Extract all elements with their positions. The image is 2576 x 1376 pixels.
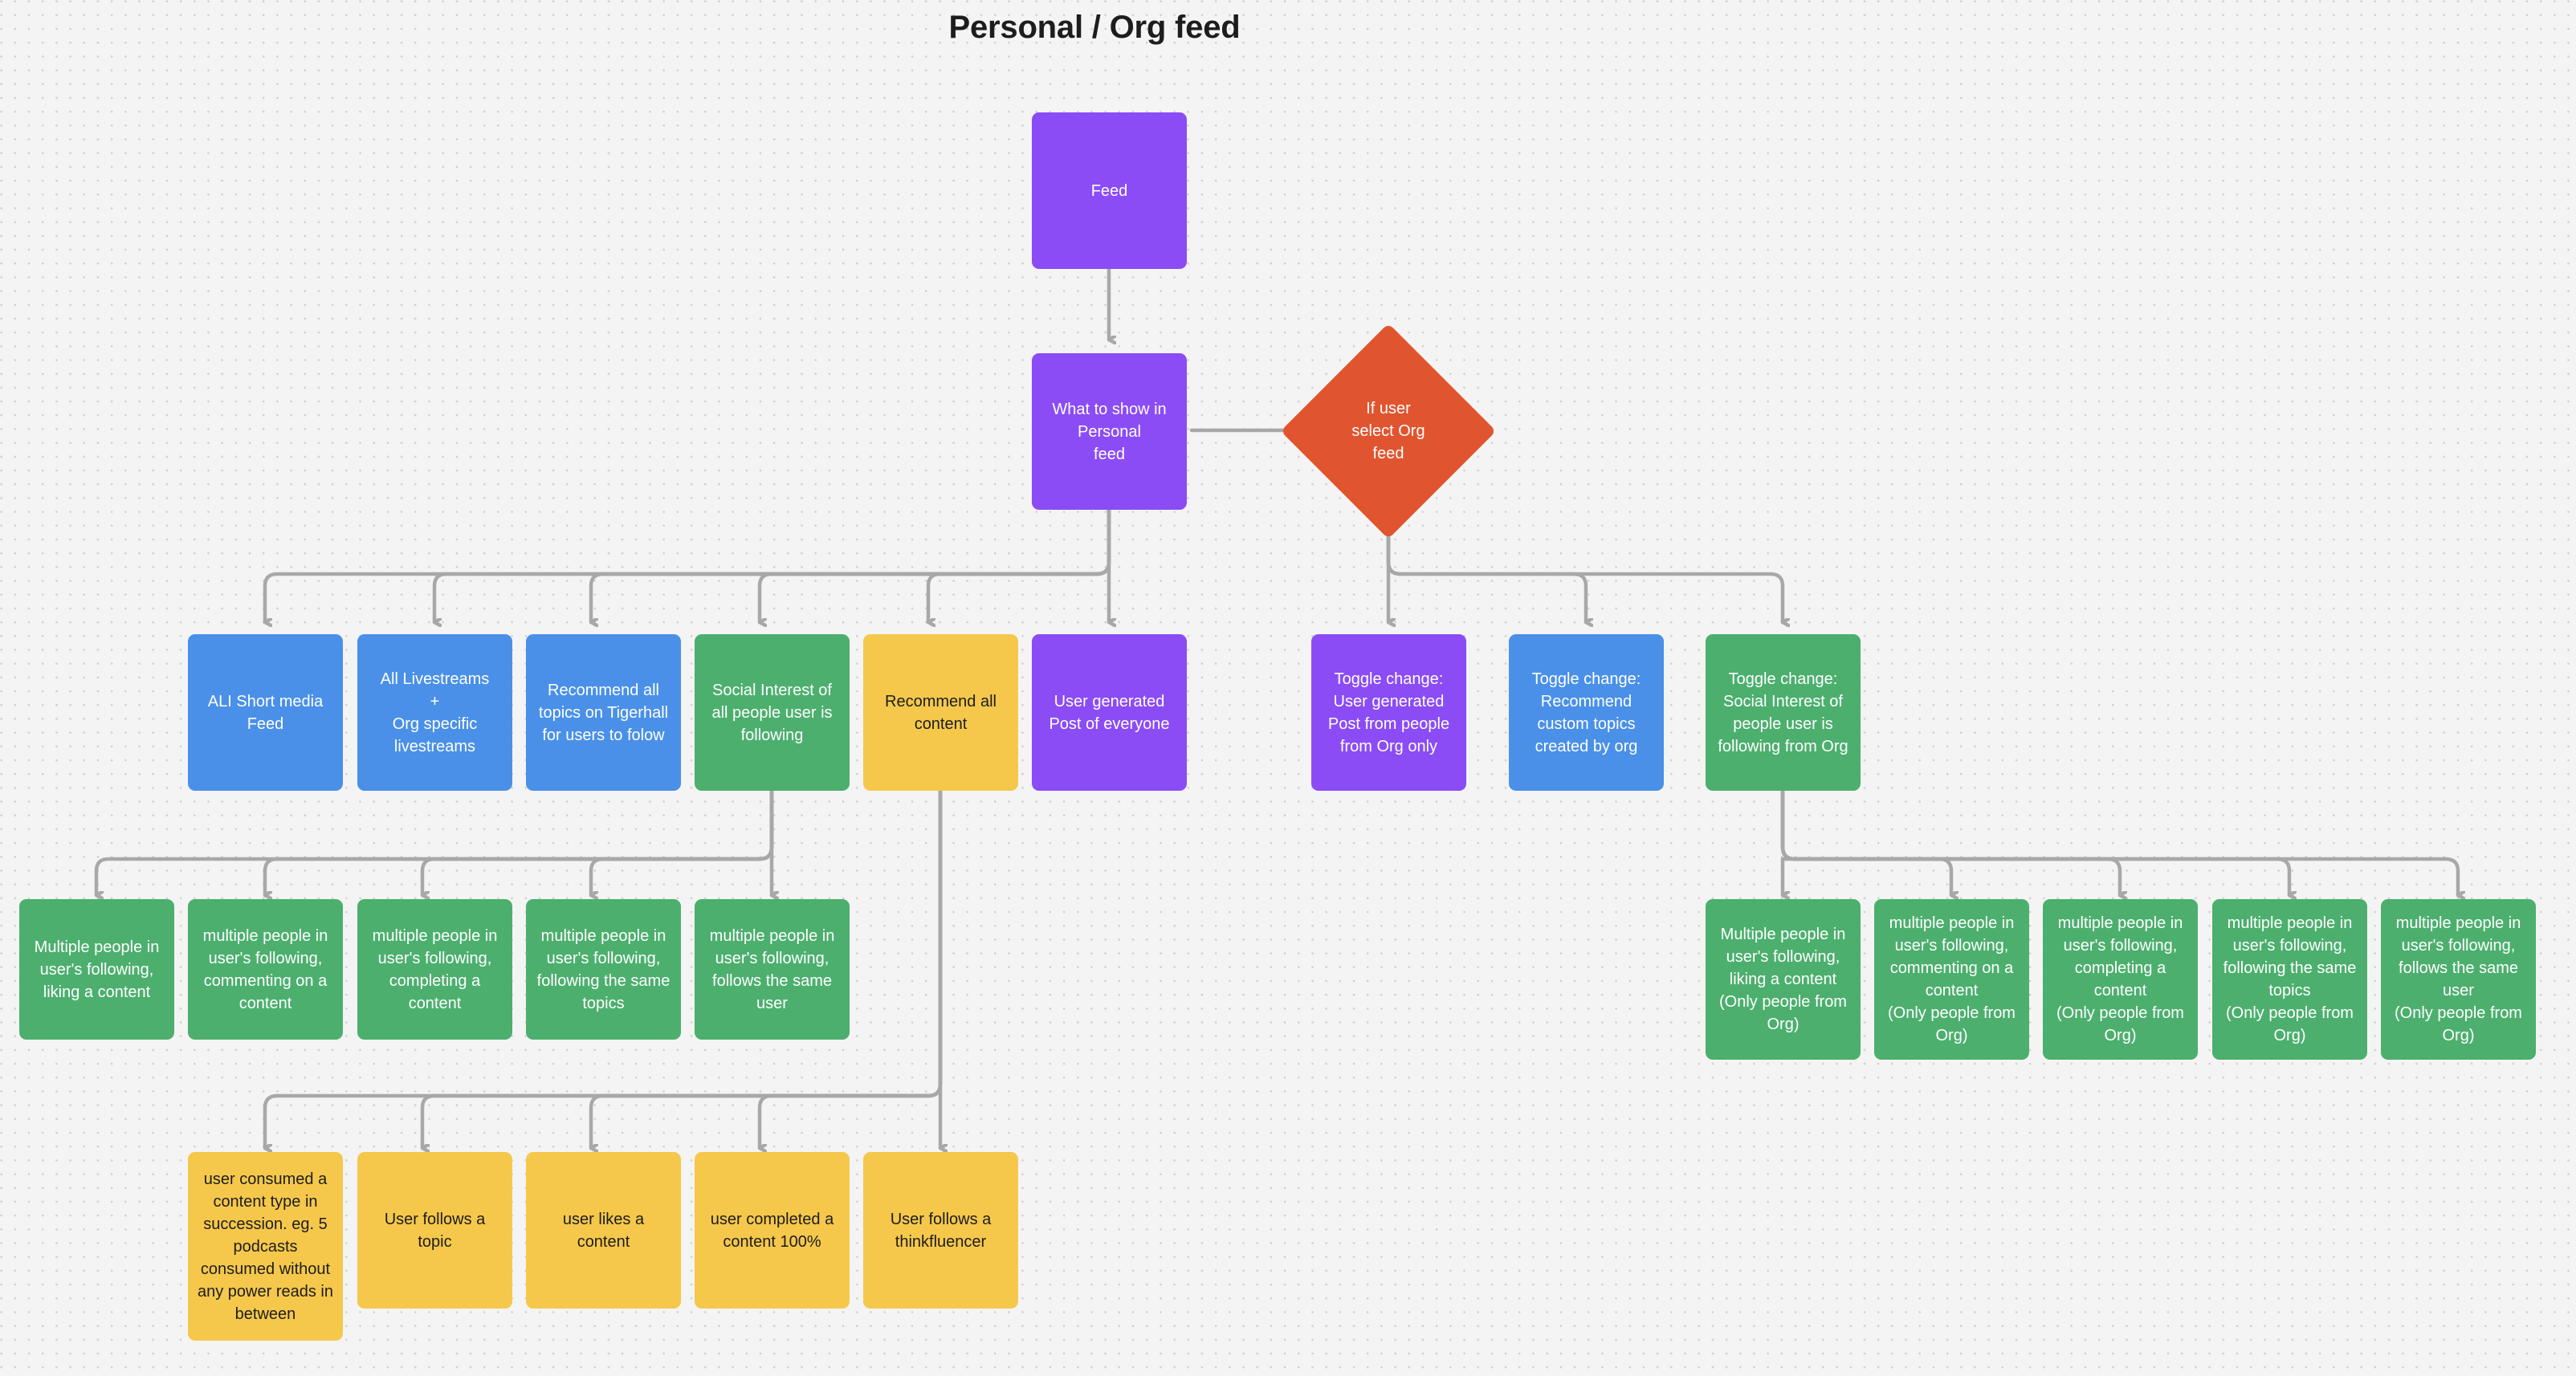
node-org-social-commenting[interactable]: multiple people in user's following, com… xyxy=(1874,899,2029,1060)
node-user-completed-content[interactable]: user completed a content 100% xyxy=(695,1152,850,1309)
edge-orgsocial-g3 xyxy=(1780,788,2120,895)
node-org-social-following-topics[interactable]: multiple people in user's following, fol… xyxy=(2212,899,2367,1060)
edge-what-c3 xyxy=(589,507,1111,622)
edge-diamond-o3 xyxy=(1386,507,1783,622)
node-user-generated-post[interactable]: User generated Post of everyone xyxy=(1032,634,1187,791)
node-social-following-topics[interactable]: multiple people in user's following, fol… xyxy=(526,899,681,1040)
node-org-social-completing[interactable]: multiple people in user's following, com… xyxy=(2043,899,2198,1060)
node-user-follows-topic[interactable]: User follows a topic xyxy=(357,1152,512,1309)
node-toggle-custom-topics[interactable]: Toggle change: Recommend custom topics c… xyxy=(1509,634,1664,791)
page-title: Personal / Org feed xyxy=(948,10,1241,45)
edge-orgsocial-g4 xyxy=(1780,788,2289,895)
node-toggle-social-interest-org[interactable]: Toggle change: Social Interest of people… xyxy=(1706,634,1861,791)
node-social-follows-user[interactable]: multiple people in user's following, fol… xyxy=(695,899,850,1040)
node-user-consumed-succession[interactable]: user consumed a content type in successi… xyxy=(188,1152,343,1341)
node-social-liking[interactable]: Multiple people in user's following, lik… xyxy=(19,899,174,1040)
edge-social-g3 xyxy=(420,788,774,895)
node-toggle-user-generated-org[interactable]: Toggle change: User generated Post from … xyxy=(1311,634,1466,791)
node-ali-short-media-feed[interactable]: ALI Short media Feed xyxy=(188,634,343,791)
edge-orgsocial-g5 xyxy=(1780,788,2458,895)
edge-social-g1 xyxy=(94,788,774,895)
edge-social-g4 xyxy=(589,788,774,895)
node-recommend-all-content[interactable]: Recommend all content xyxy=(863,634,1018,791)
node-recommend-topics[interactable]: Recommend all topics on Tigerhall for us… xyxy=(526,634,681,791)
edge-diamond-o2 xyxy=(1386,507,1586,622)
node-org-social-follows-user[interactable]: multiple people in user's following, fol… xyxy=(2381,899,2536,1060)
node-if-user-select-org[interactable]: If user select Org feed xyxy=(1280,323,1497,539)
node-feed[interactable]: Feed xyxy=(1032,112,1187,269)
node-user-follows-thinkfluencer[interactable]: User follows a thinkfluencer xyxy=(863,1152,1018,1309)
node-all-livestreams[interactable]: All Livestreams + Org specific livestrea… xyxy=(357,634,512,791)
node-social-interest-all[interactable]: Social Interest of all people user is fo… xyxy=(695,634,850,791)
edge-what-c1 xyxy=(263,507,1111,622)
node-user-likes-content[interactable]: user likes a content xyxy=(526,1152,681,1309)
edge-orgsocial-g1 xyxy=(1780,788,1797,895)
node-org-social-liking[interactable]: Multiple people in user's following, lik… xyxy=(1706,899,1861,1060)
edge-orgsocial-g2 xyxy=(1780,788,1951,895)
node-social-completing[interactable]: multiple people in user's following, com… xyxy=(357,899,512,1040)
diamond-label: If user select Org feed xyxy=(1351,400,1425,462)
edge-what-c2 xyxy=(432,507,1111,622)
edge-what-c4 xyxy=(757,507,1111,622)
node-social-commenting[interactable]: multiple people in user's following, com… xyxy=(188,899,343,1040)
node-what-to-show[interactable]: What to show in Personal feed xyxy=(1032,353,1187,510)
edge-what-c5 xyxy=(926,507,1111,622)
edge-social-g2 xyxy=(263,788,774,895)
